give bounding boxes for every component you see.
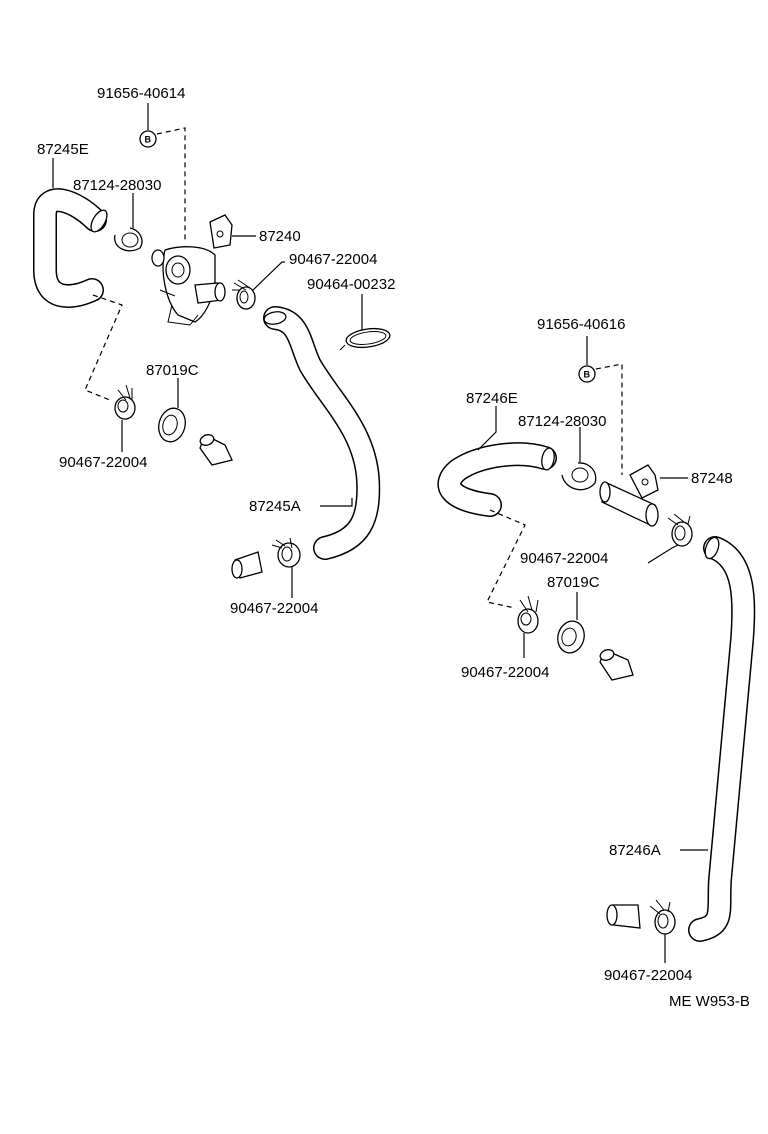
hose-87245a xyxy=(263,306,381,560)
diagram-reference-code: ME W953-B xyxy=(669,993,750,1010)
air-valve-87248 xyxy=(599,464,659,527)
hose-87245e xyxy=(33,188,108,308)
label-seal-right: 87019C xyxy=(547,574,600,591)
label-hose-upper-right: 87246E xyxy=(466,390,518,407)
bolt-marker-left: B xyxy=(145,135,152,145)
label-hose-lower-right: 87246A xyxy=(609,842,661,859)
label-grommet-left: 87124-28030 xyxy=(73,177,161,194)
hose-87246e xyxy=(437,442,557,517)
label-clamp-bottom-left: 90467-22004 xyxy=(230,600,318,617)
pipe-stub-bottom-left xyxy=(231,551,263,579)
label-bolt-left: 91656-40614 xyxy=(97,85,185,102)
bolt-left: B xyxy=(139,130,157,148)
label-valve-left: 87240 xyxy=(259,228,301,245)
label-valve-right: 87248 xyxy=(691,470,733,487)
clamp-valve-left xyxy=(232,279,256,310)
pipe-stub-right xyxy=(599,649,634,681)
label-clip-left: 90464-00232 xyxy=(307,276,395,293)
clamp-lower-left xyxy=(114,384,136,420)
pipe-stub-left xyxy=(199,434,233,466)
hose-87246a xyxy=(688,536,756,942)
label-seal-left: 87019C xyxy=(146,362,199,379)
label-clamp-bottom-right: 90467-22004 xyxy=(604,967,692,984)
seal-right xyxy=(557,620,585,654)
label-clamp-lower-right: 90467-22004 xyxy=(461,664,549,681)
seal-left xyxy=(158,407,186,443)
label-clamp-lower-left: 90467-22004 xyxy=(59,454,147,471)
clamp-valve-right xyxy=(667,513,693,547)
bolt-right: B xyxy=(578,365,596,383)
grommet-right xyxy=(561,462,597,491)
label-bolt-right: 91656-40616 xyxy=(537,316,625,333)
clamp-lower-right xyxy=(517,595,539,634)
label-hose-lower-left: 87245A xyxy=(249,498,301,515)
grommet-left xyxy=(114,227,143,252)
label-clamp-valve-right: 90467-22004 xyxy=(520,550,608,567)
clamp-bottom-right xyxy=(649,899,676,935)
air-valve-87240 xyxy=(151,214,233,326)
bolt-marker-right: B xyxy=(584,370,591,380)
pipe-stub-bottom-right xyxy=(606,904,641,929)
label-grommet-right: 87124-28030 xyxy=(518,413,606,430)
clamp-bottom-left xyxy=(271,537,301,568)
clip-90464 xyxy=(339,327,391,351)
label-hose-upper-left: 87245E xyxy=(37,141,89,158)
label-clamp-valve-left: 90467-22004 xyxy=(289,251,377,268)
